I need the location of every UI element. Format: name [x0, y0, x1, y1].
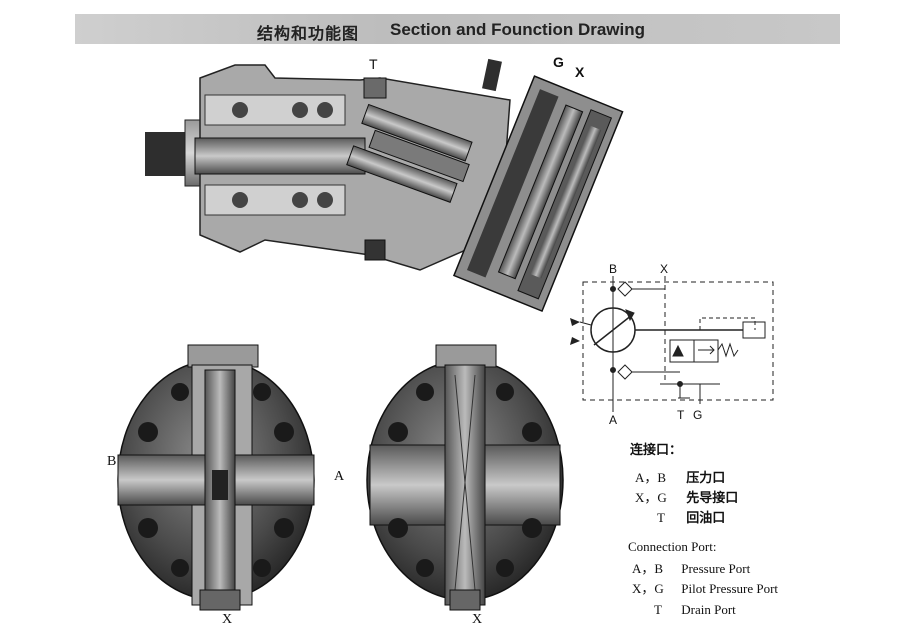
- legend-zh-row: X，G 先导接口: [635, 490, 739, 506]
- valve-box-2: [693, 339, 719, 363]
- hydraulic-schematic: [570, 276, 774, 412]
- schematic-label-g: G: [693, 408, 703, 422]
- label-t-port: T: [369, 56, 378, 72]
- label-x-port: X: [575, 64, 585, 80]
- valve-section-left: [117, 344, 315, 611]
- label-a-port: A: [334, 469, 345, 484]
- schematic-label-t: T: [677, 408, 685, 422]
- legend-zh-row: T 回油口: [657, 510, 726, 526]
- g-fitting: [482, 58, 502, 92]
- legend-en-title: Connection Port:: [628, 539, 717, 554]
- valve-box-1: [669, 339, 695, 363]
- legend-en-row: X，G Pilot Pressure Port: [632, 581, 779, 596]
- label-x-right: X: [472, 612, 483, 627]
- label-x-left: X: [222, 612, 233, 627]
- legend-en-row: T Drain Port: [654, 602, 736, 617]
- t-port: [363, 77, 387, 99]
- legend-en-row: A，B Pressure Port: [632, 561, 751, 576]
- legend-zh-title: 连接口：: [630, 443, 683, 458]
- legend-english: Connection Port: A，B Pressure Port X，G P…: [628, 540, 888, 630]
- title-chinese: 结构和功能图: [257, 24, 360, 43]
- schematic-label-a: A: [609, 413, 618, 427]
- schematic-frame: [582, 281, 774, 401]
- pump-section-drawing: [145, 58, 624, 313]
- schematic-label-x: X: [660, 262, 669, 276]
- label-b-port: B: [107, 454, 117, 469]
- title-english: Section and Founction Drawing: [390, 20, 645, 39]
- label-g-port: G: [553, 54, 564, 70]
- schematic-label-b: B: [609, 262, 618, 276]
- title-banner: 结构和功能图 Section and Founction Drawing: [75, 14, 840, 44]
- drive-shaft: [194, 137, 366, 175]
- legend-chinese: 连接口： A，B 压力口 X，G 先导接口 T 回油口: [630, 444, 870, 534]
- valve-section-right: [366, 344, 564, 611]
- legend-zh-row: A，B 压力口: [635, 470, 726, 486]
